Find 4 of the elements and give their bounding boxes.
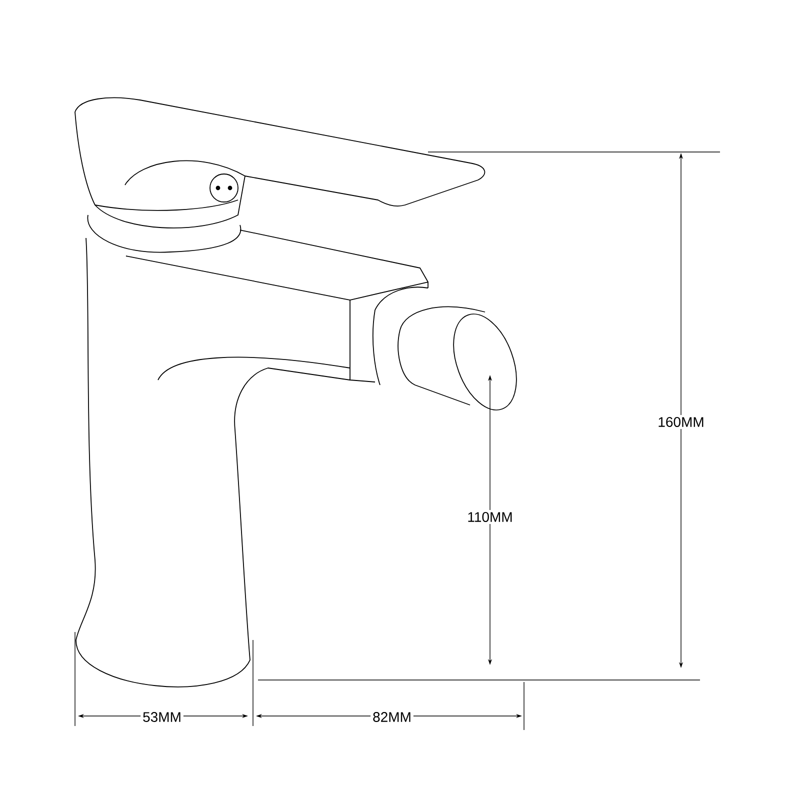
dimension-label: 160MM bbox=[656, 415, 706, 429]
dimension-label: 53MM bbox=[140, 710, 184, 724]
dimension-label: 82MM bbox=[370, 710, 414, 724]
dimension-label: 110MM bbox=[465, 510, 515, 524]
